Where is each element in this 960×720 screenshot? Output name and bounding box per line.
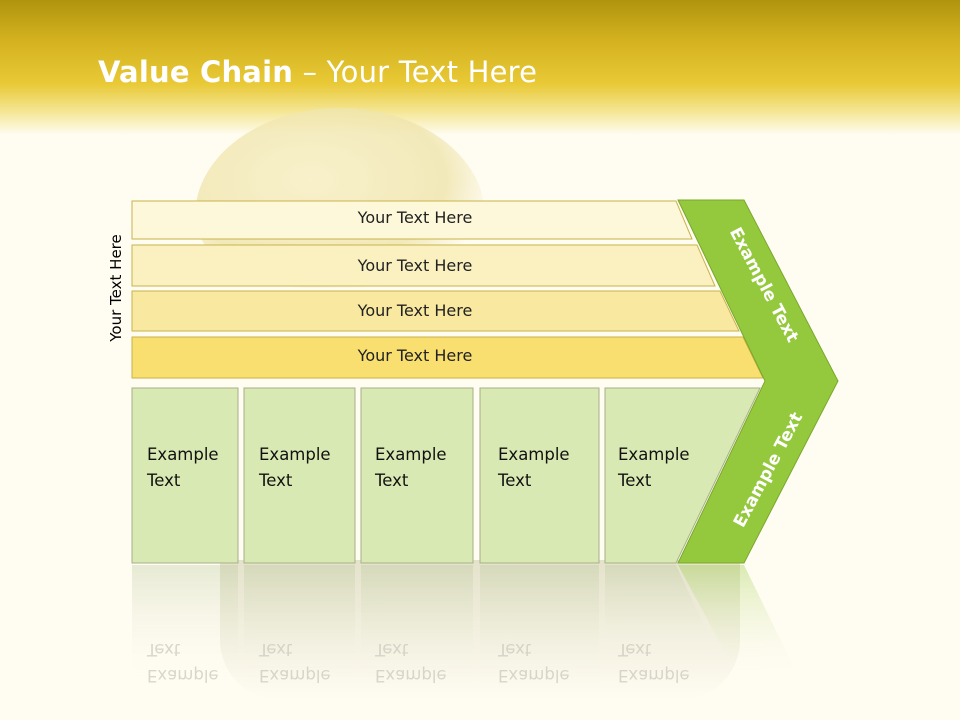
activity-2-line-2: Text — [259, 471, 293, 490]
activity-1-line-1: Example — [147, 445, 219, 464]
reflection — [132, 565, 800, 685]
support-row-label-2: Your Text Here — [357, 256, 473, 275]
margin-chevron — [677, 199, 839, 564]
title-banner — [0, 0, 960, 135]
support-row-4 — [131, 336, 764, 379]
support-row-label-3: Your Text Here — [357, 301, 473, 320]
support-row-2 — [131, 244, 716, 287]
activity-3-line-2: Text — [375, 471, 409, 490]
support-row-label-1: Your Text Here — [357, 208, 473, 227]
activity-3-line-1: Example — [375, 445, 447, 464]
support-row-label-4: Your Text Here — [357, 346, 473, 365]
activity-4-line-1: Example — [498, 445, 570, 464]
title-bold: Value Chain — [98, 55, 294, 89]
activity-box-1 — [131, 387, 239, 564]
activity-box-5 — [604, 387, 761, 564]
activity-box-2 — [243, 387, 356, 564]
activity-2-line-1: Example — [259, 445, 331, 464]
support-row-3 — [131, 290, 740, 332]
activity-box-4 — [479, 387, 600, 564]
title-rest: – Your Text Here — [293, 55, 538, 89]
slide-title: Value Chain – Your Text Here — [98, 55, 537, 89]
activity-5-line-2: Text — [618, 471, 652, 490]
activity-box-3 — [360, 387, 474, 564]
support-row-1 — [131, 200, 693, 240]
activity-4-line-2: Text — [498, 471, 532, 490]
activity-1-line-2: Text — [147, 471, 181, 490]
activity-5-line-1: Example — [618, 445, 690, 464]
